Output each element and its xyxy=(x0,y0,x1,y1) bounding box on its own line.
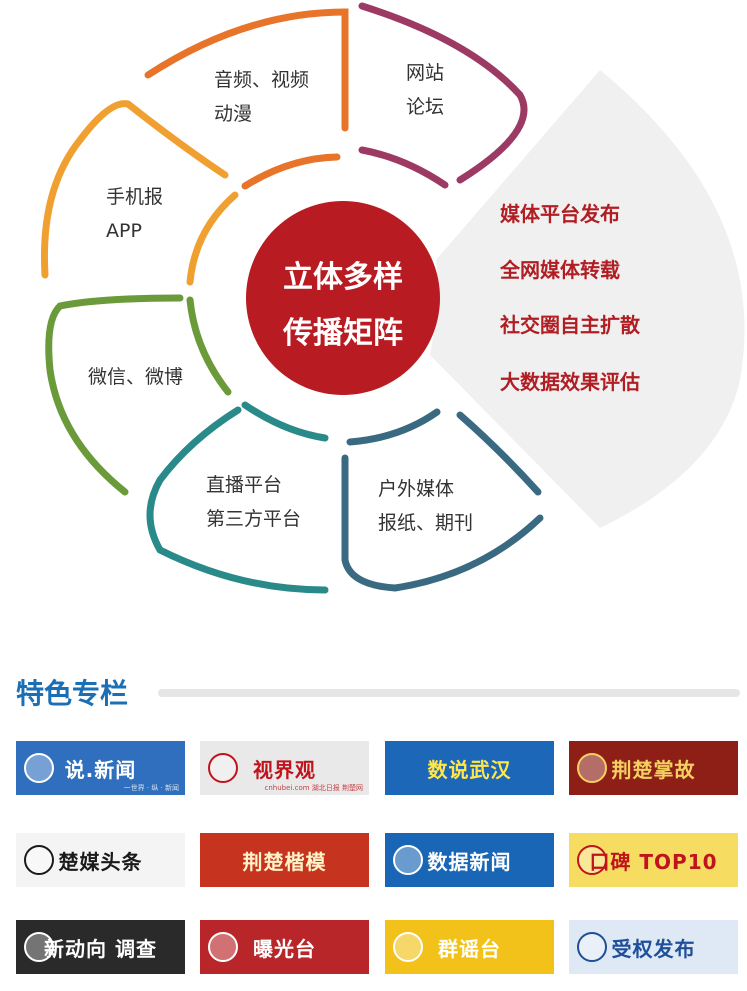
segment-label-outdoor-print: 户外媒体 报纸、期刊 xyxy=(378,472,473,540)
fist-icon xyxy=(393,932,423,962)
segment-line1: 手机报 xyxy=(106,186,164,208)
column-tile[interactable]: 荆楚掌故 xyxy=(569,741,738,795)
column-tile-label: 数说武汉 xyxy=(427,757,512,782)
column-tile-label: 群谣台 xyxy=(438,936,501,961)
column-tile[interactable]: 曝光台 xyxy=(200,920,369,974)
column-tile-label: 说.新闻 xyxy=(64,757,137,782)
column-tile-label: 荆楚楷模 xyxy=(242,849,327,874)
segment-line2: 报纸、期刊 xyxy=(378,512,474,534)
globe-icon xyxy=(393,845,423,875)
center-disc xyxy=(246,201,440,395)
segment-line2: 动漫 xyxy=(214,103,253,125)
segment-line2: 论坛 xyxy=(406,96,445,118)
column-tile[interactable]: 新动向 调查 xyxy=(16,920,185,974)
channel-item: 全网媒体转载 xyxy=(500,258,620,282)
column-tile[interactable]: 数说武汉 xyxy=(385,741,554,795)
segment-line1: 直播平台 xyxy=(206,474,283,496)
column-tile-label: 口碑 TOP10 xyxy=(589,849,718,874)
column-tile[interactable]: 群谣台 xyxy=(385,920,554,974)
column-tile[interactable]: 说.新闻一世界 · 纵 · 新闻 xyxy=(16,741,185,795)
matrix-wheel xyxy=(40,2,745,594)
segment-line2: 第三方平台 xyxy=(206,508,302,530)
segment-line1: 微信、微博 xyxy=(88,366,184,388)
column-tile[interactable]: 受权发布 xyxy=(569,920,738,974)
segment-label-mobile-app: 手机报 APP xyxy=(106,180,163,248)
channel-item: 社交圈自主扩散 xyxy=(500,313,640,337)
column-tile-label: 曝光台 xyxy=(253,936,316,961)
column-tile-label: 新动向 调查 xyxy=(44,936,157,961)
column-tile[interactable]: 口碑 TOP10 xyxy=(569,833,738,887)
column-tile-sub: 一世界 · 纵 · 新闻 xyxy=(123,784,179,792)
column-tile[interactable]: 楚媒头条 xyxy=(16,833,185,887)
segment-line1: 音频、视频 xyxy=(214,69,310,91)
column-tile-label: 视界观 xyxy=(253,757,316,782)
channel-panel xyxy=(430,70,745,528)
segment-label-website-forum: 网站 论坛 xyxy=(406,56,444,124)
segment-arc-audio-video xyxy=(144,8,349,190)
center-title-line1: 立体多样 xyxy=(283,260,403,295)
camera-icon xyxy=(208,932,238,962)
segment-arc-website-forum xyxy=(358,2,528,189)
speech-bubble-icon xyxy=(24,753,54,783)
column-tile-label: 受权发布 xyxy=(611,936,696,961)
logo-mark-icon xyxy=(208,753,238,783)
column-tile-label: 荆楚掌故 xyxy=(611,757,696,782)
segment-label-live-platform: 直播平台 第三方平台 xyxy=(206,468,301,536)
segment-label-audio-video: 音频、视频 动漫 xyxy=(214,63,309,131)
segment-arc-wechat-weibo xyxy=(45,294,232,496)
channel-item: 媒体平台发布 xyxy=(500,202,620,226)
segment-arc-mobile-app xyxy=(40,100,239,286)
segment-line1: 网站 xyxy=(406,62,445,84)
segment-line1: 户外媒体 xyxy=(378,478,455,500)
center-title-line2: 传播矩阵 xyxy=(283,316,403,351)
column-tile[interactable]: 数据新闻 xyxy=(385,833,554,887)
column-tile[interactable]: 荆楚楷模 xyxy=(200,833,369,887)
segment-arc-live-platform xyxy=(146,401,329,594)
section-divider xyxy=(158,689,740,697)
tower-icon xyxy=(577,753,607,783)
microphone-icon xyxy=(577,932,607,962)
column-tile-label: 楚媒头条 xyxy=(58,849,143,874)
channel-item: 大数据效果评估 xyxy=(500,370,640,394)
thumbs-up-icon xyxy=(577,845,607,875)
person-icon xyxy=(24,845,54,875)
section-title: 特色专栏 xyxy=(16,677,129,710)
segment-label-wechat-weibo: 微信、微博 xyxy=(88,360,183,394)
segment-line2: APP xyxy=(106,220,142,242)
column-tile[interactable]: 视界观 cnhubei.com 湖北日报 荆楚网 xyxy=(200,741,369,795)
column-tile-sub: cnhubei.com 湖北日报 荆楚网 xyxy=(264,784,363,792)
column-tile-label: 数据新闻 xyxy=(427,849,512,874)
magnifier-icon xyxy=(24,932,54,962)
propagation-matrix-diagram: 立体多样 传播矩阵 音频、视频 动漫 网站 论坛 手机报 APP 微信、微博 直… xyxy=(40,2,745,594)
segment-arc-outdoor-print xyxy=(341,408,544,592)
